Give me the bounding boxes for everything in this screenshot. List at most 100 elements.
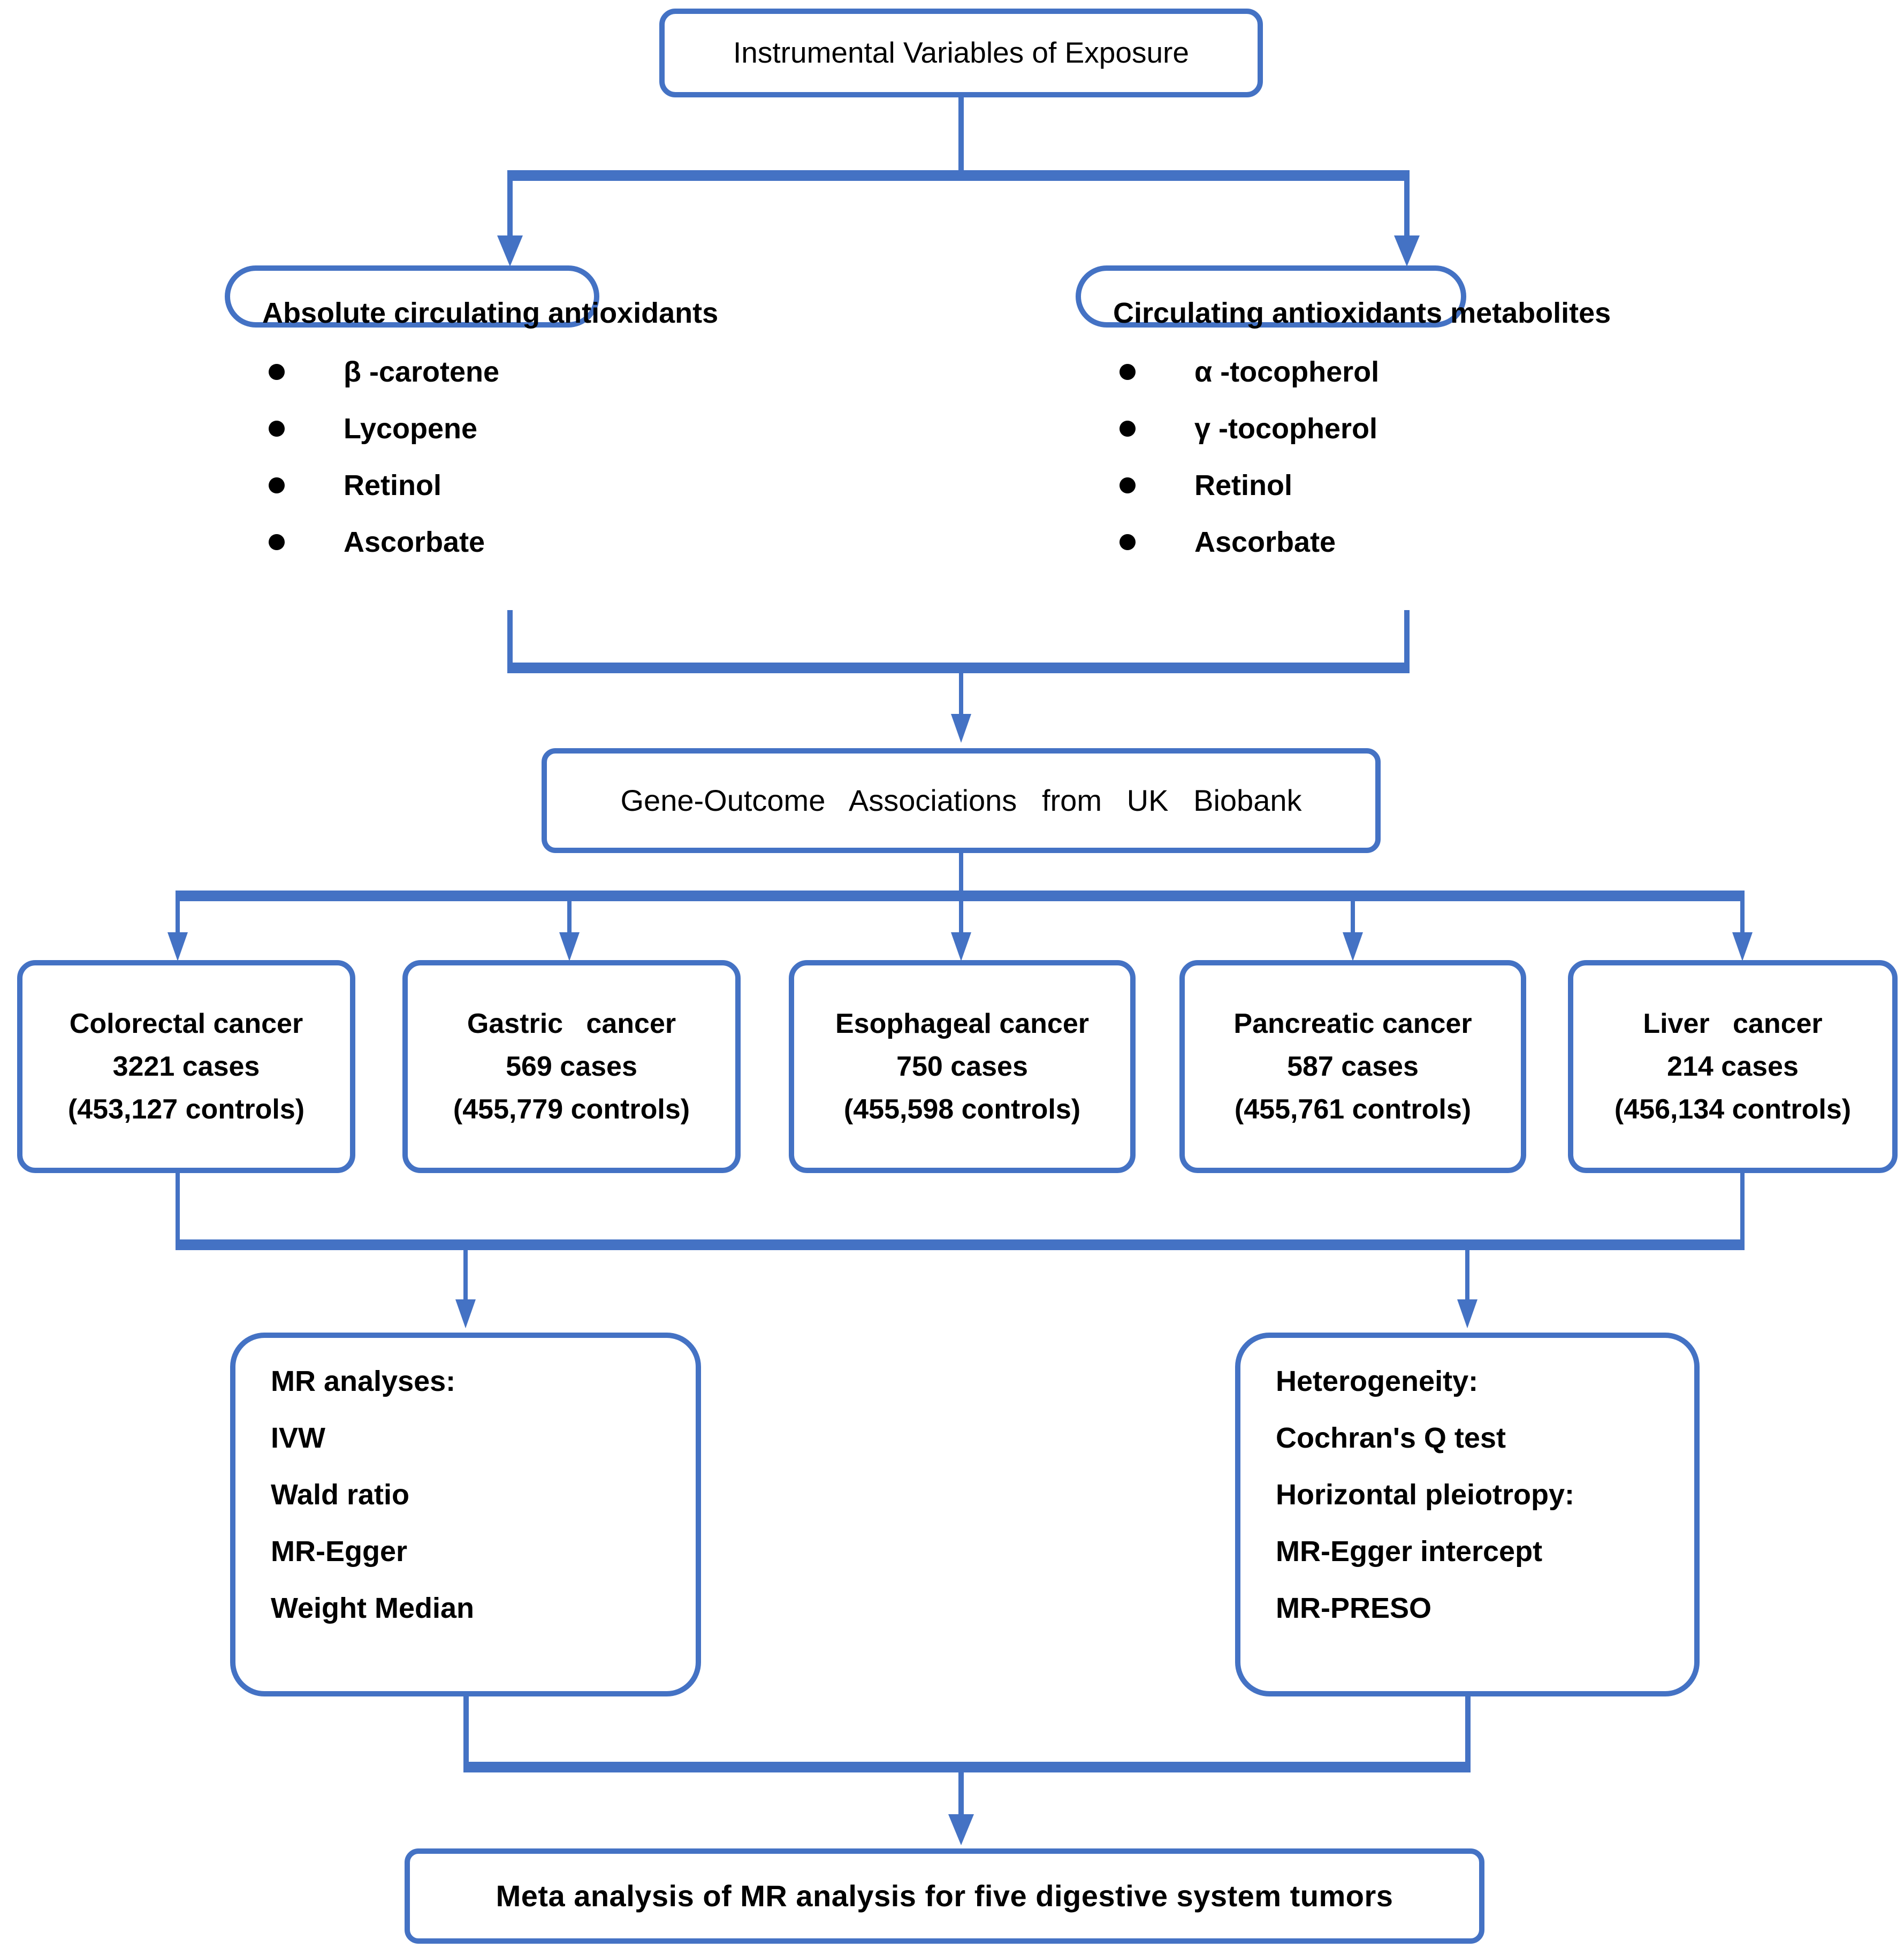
bullet-dot-icon — [269, 421, 285, 437]
arrowhead-to-liver — [1732, 932, 1753, 961]
list-item: Retinol — [262, 457, 573, 514]
list-item: γ -tocopherol — [1113, 400, 1440, 457]
bullet-dot-icon — [269, 364, 285, 380]
connector-merge-stem-exposures — [959, 670, 963, 717]
list-item: α -tocopherol — [1113, 344, 1440, 400]
node-gene-outcome-associations-label: Gene-Outcome Associations from UK Bioban… — [620, 783, 1302, 817]
node-sensitivity-analyses: Heterogeneity: Cochran's Q test Horizont… — [1235, 1333, 1700, 1696]
outcome-cases: 587 cases — [1287, 1051, 1419, 1082]
outcome-name: Liver cancer — [1643, 1008, 1823, 1039]
connector-split-drop-2 — [567, 891, 572, 940]
node-absolute-antioxidants-heading: Absolute circulating antioxidants — [262, 297, 719, 329]
mr-method-weight-median: Weight Median — [271, 1592, 475, 1624]
arrowhead-to-heterogeneity — [1457, 1299, 1477, 1328]
list-item: Ascorbate — [262, 514, 573, 570]
list-item-label: α -tocopherol — [1194, 356, 1380, 388]
connector-top-right-drop — [1404, 170, 1410, 243]
outcome-cases: 3221 cases — [112, 1051, 260, 1082]
outcome-cases: 214 cases — [1667, 1051, 1799, 1082]
outcome-controls: (453,127 controls) — [67, 1094, 305, 1125]
outcome-name: Pancreatic cancer — [1233, 1008, 1472, 1039]
outcome-cases: 750 cases — [896, 1051, 1028, 1082]
outcome-name: Gastric cancer — [467, 1008, 676, 1039]
outcome-controls: (455,779 controls) — [453, 1094, 690, 1125]
connector-meta-stem — [958, 1769, 964, 1818]
connector-top-stem — [958, 97, 964, 174]
node-outcome-esophageal: Esophageal cancer 750 cases (455,598 con… — [789, 960, 1136, 1173]
node-gene-outcome-associations: Gene-Outcome Associations from UK Bioban… — [542, 748, 1381, 853]
connector-split-drop-5 — [1740, 891, 1745, 940]
node-outcome-liver: Liver cancer 214 cases (456,134 controls… — [1568, 960, 1898, 1173]
connector-liver-drop — [1740, 1173, 1745, 1244]
node-instrumental-variables-label: Instrumental Variables of Exposure — [733, 36, 1189, 70]
connector-metabolites-drop — [1404, 610, 1410, 669]
node-antioxidant-metabolites: Circulating antioxidants metabolites α -… — [1076, 265, 1611, 558]
arrowhead-to-mr-analyses — [455, 1299, 476, 1328]
node-outcome-pancreatic: Pancreatic cancer 587 cases (455,761 con… — [1179, 960, 1526, 1173]
connector-split-drop-3 — [959, 891, 963, 940]
node-outcome-colorectal: Colorectal cancer 3221 cases (453,127 co… — [17, 960, 355, 1173]
connector-gene-stem — [959, 853, 963, 901]
list-item-label: Retinol — [1194, 469, 1292, 501]
bullet-dot-icon — [269, 477, 285, 493]
node-meta-analysis: Meta analysis of MR analysis for five di… — [405, 1848, 1484, 1944]
list-item: Ascorbate — [1113, 514, 1440, 570]
pleiotropy-mr-egger-intercept: MR-Egger intercept — [1276, 1535, 1543, 1567]
bullet-dot-icon — [1119, 477, 1136, 493]
connector-absolute-drop — [507, 610, 513, 669]
node-absolute-antioxidants: Absolute circulating antioxidants β -car… — [225, 265, 719, 558]
arrowhead-to-colorectal — [167, 932, 188, 961]
connector-to-heterogeneity-stem — [1465, 1247, 1469, 1302]
node-mr-analyses: MR analyses: IVW Wald ratio MR-Egger Wei… — [230, 1333, 701, 1696]
node-instrumental-variables: Instrumental Variables of Exposure — [659, 9, 1263, 97]
list-item-label: Lycopene — [344, 413, 478, 445]
arrowhead-to-absolute — [497, 235, 523, 267]
arrowhead-to-metabolites — [1394, 235, 1420, 267]
connector-to-mr-stem — [463, 1247, 468, 1302]
mr-analyses-heading: MR analyses: — [271, 1365, 456, 1397]
connector-mr-drop — [463, 1696, 469, 1768]
connector-heterogeneity-drop — [1465, 1696, 1471, 1768]
node-meta-analysis-label: Meta analysis of MR analysis for five di… — [496, 1879, 1393, 1913]
node-antioxidant-metabolites-heading: Circulating antioxidants metabolites — [1113, 297, 1611, 329]
pleiotropy-heading: Horizontal pleiotropy: — [1276, 1479, 1574, 1511]
arrowhead-to-meta-analysis — [948, 1814, 974, 1845]
heterogeneity-cochrans-q: Cochran's Q test — [1276, 1422, 1506, 1454]
list-item-label: Ascorbate — [344, 526, 485, 558]
outcome-controls: (456,134 controls) — [1614, 1094, 1852, 1125]
connector-merge-bar-outcomes — [176, 1239, 1745, 1250]
list-item: Lycopene — [262, 400, 573, 457]
connector-split-drop-1 — [176, 891, 180, 940]
outcome-controls: (455,598 controls) — [843, 1094, 1081, 1125]
bullet-dot-icon — [1119, 364, 1136, 380]
bullet-dot-icon — [269, 534, 285, 550]
arrowhead-to-gastric — [559, 932, 580, 961]
list-item-label: Ascorbate — [1194, 526, 1336, 558]
arrowhead-to-pancreatic — [1343, 932, 1363, 961]
absolute-antioxidants-list: β -carotene Lycopene Retinol Ascorbate — [262, 344, 573, 570]
connector-split-drop-4 — [1351, 891, 1355, 940]
outcome-name: Colorectal cancer — [69, 1008, 303, 1039]
bullet-dot-icon — [1119, 421, 1136, 437]
list-item: β -carotene — [262, 344, 573, 400]
mr-method-ivw: IVW — [271, 1422, 325, 1454]
outcome-controls: (455,761 controls) — [1234, 1094, 1472, 1125]
heterogeneity-heading: Heterogeneity: — [1276, 1365, 1479, 1397]
list-item-label: Retinol — [344, 469, 441, 501]
connector-top-bar — [507, 170, 1410, 181]
node-outcome-gastric: Gastric cancer 569 cases (455,779 contro… — [402, 960, 741, 1173]
mr-method-mr-egger: MR-Egger — [271, 1535, 407, 1567]
connector-top-left-drop — [507, 170, 513, 243]
arrowhead-to-esophageal — [951, 932, 971, 961]
list-item: Retinol — [1113, 457, 1440, 514]
connector-merge-bar-exposures — [507, 663, 1410, 673]
list-item-label: β -carotene — [344, 356, 500, 388]
pleiotropy-mr-preso: MR-PRESO — [1276, 1592, 1432, 1624]
outcome-cases: 569 cases — [506, 1051, 637, 1082]
outcome-name: Esophageal cancer — [835, 1008, 1089, 1039]
antioxidant-metabolites-list: α -tocopherol γ -tocopherol Retinol Asco… — [1113, 344, 1440, 570]
connector-merge-bar-methods — [463, 1762, 1471, 1772]
bullet-dot-icon — [1119, 534, 1136, 550]
connector-colorectal-drop — [176, 1173, 180, 1244]
